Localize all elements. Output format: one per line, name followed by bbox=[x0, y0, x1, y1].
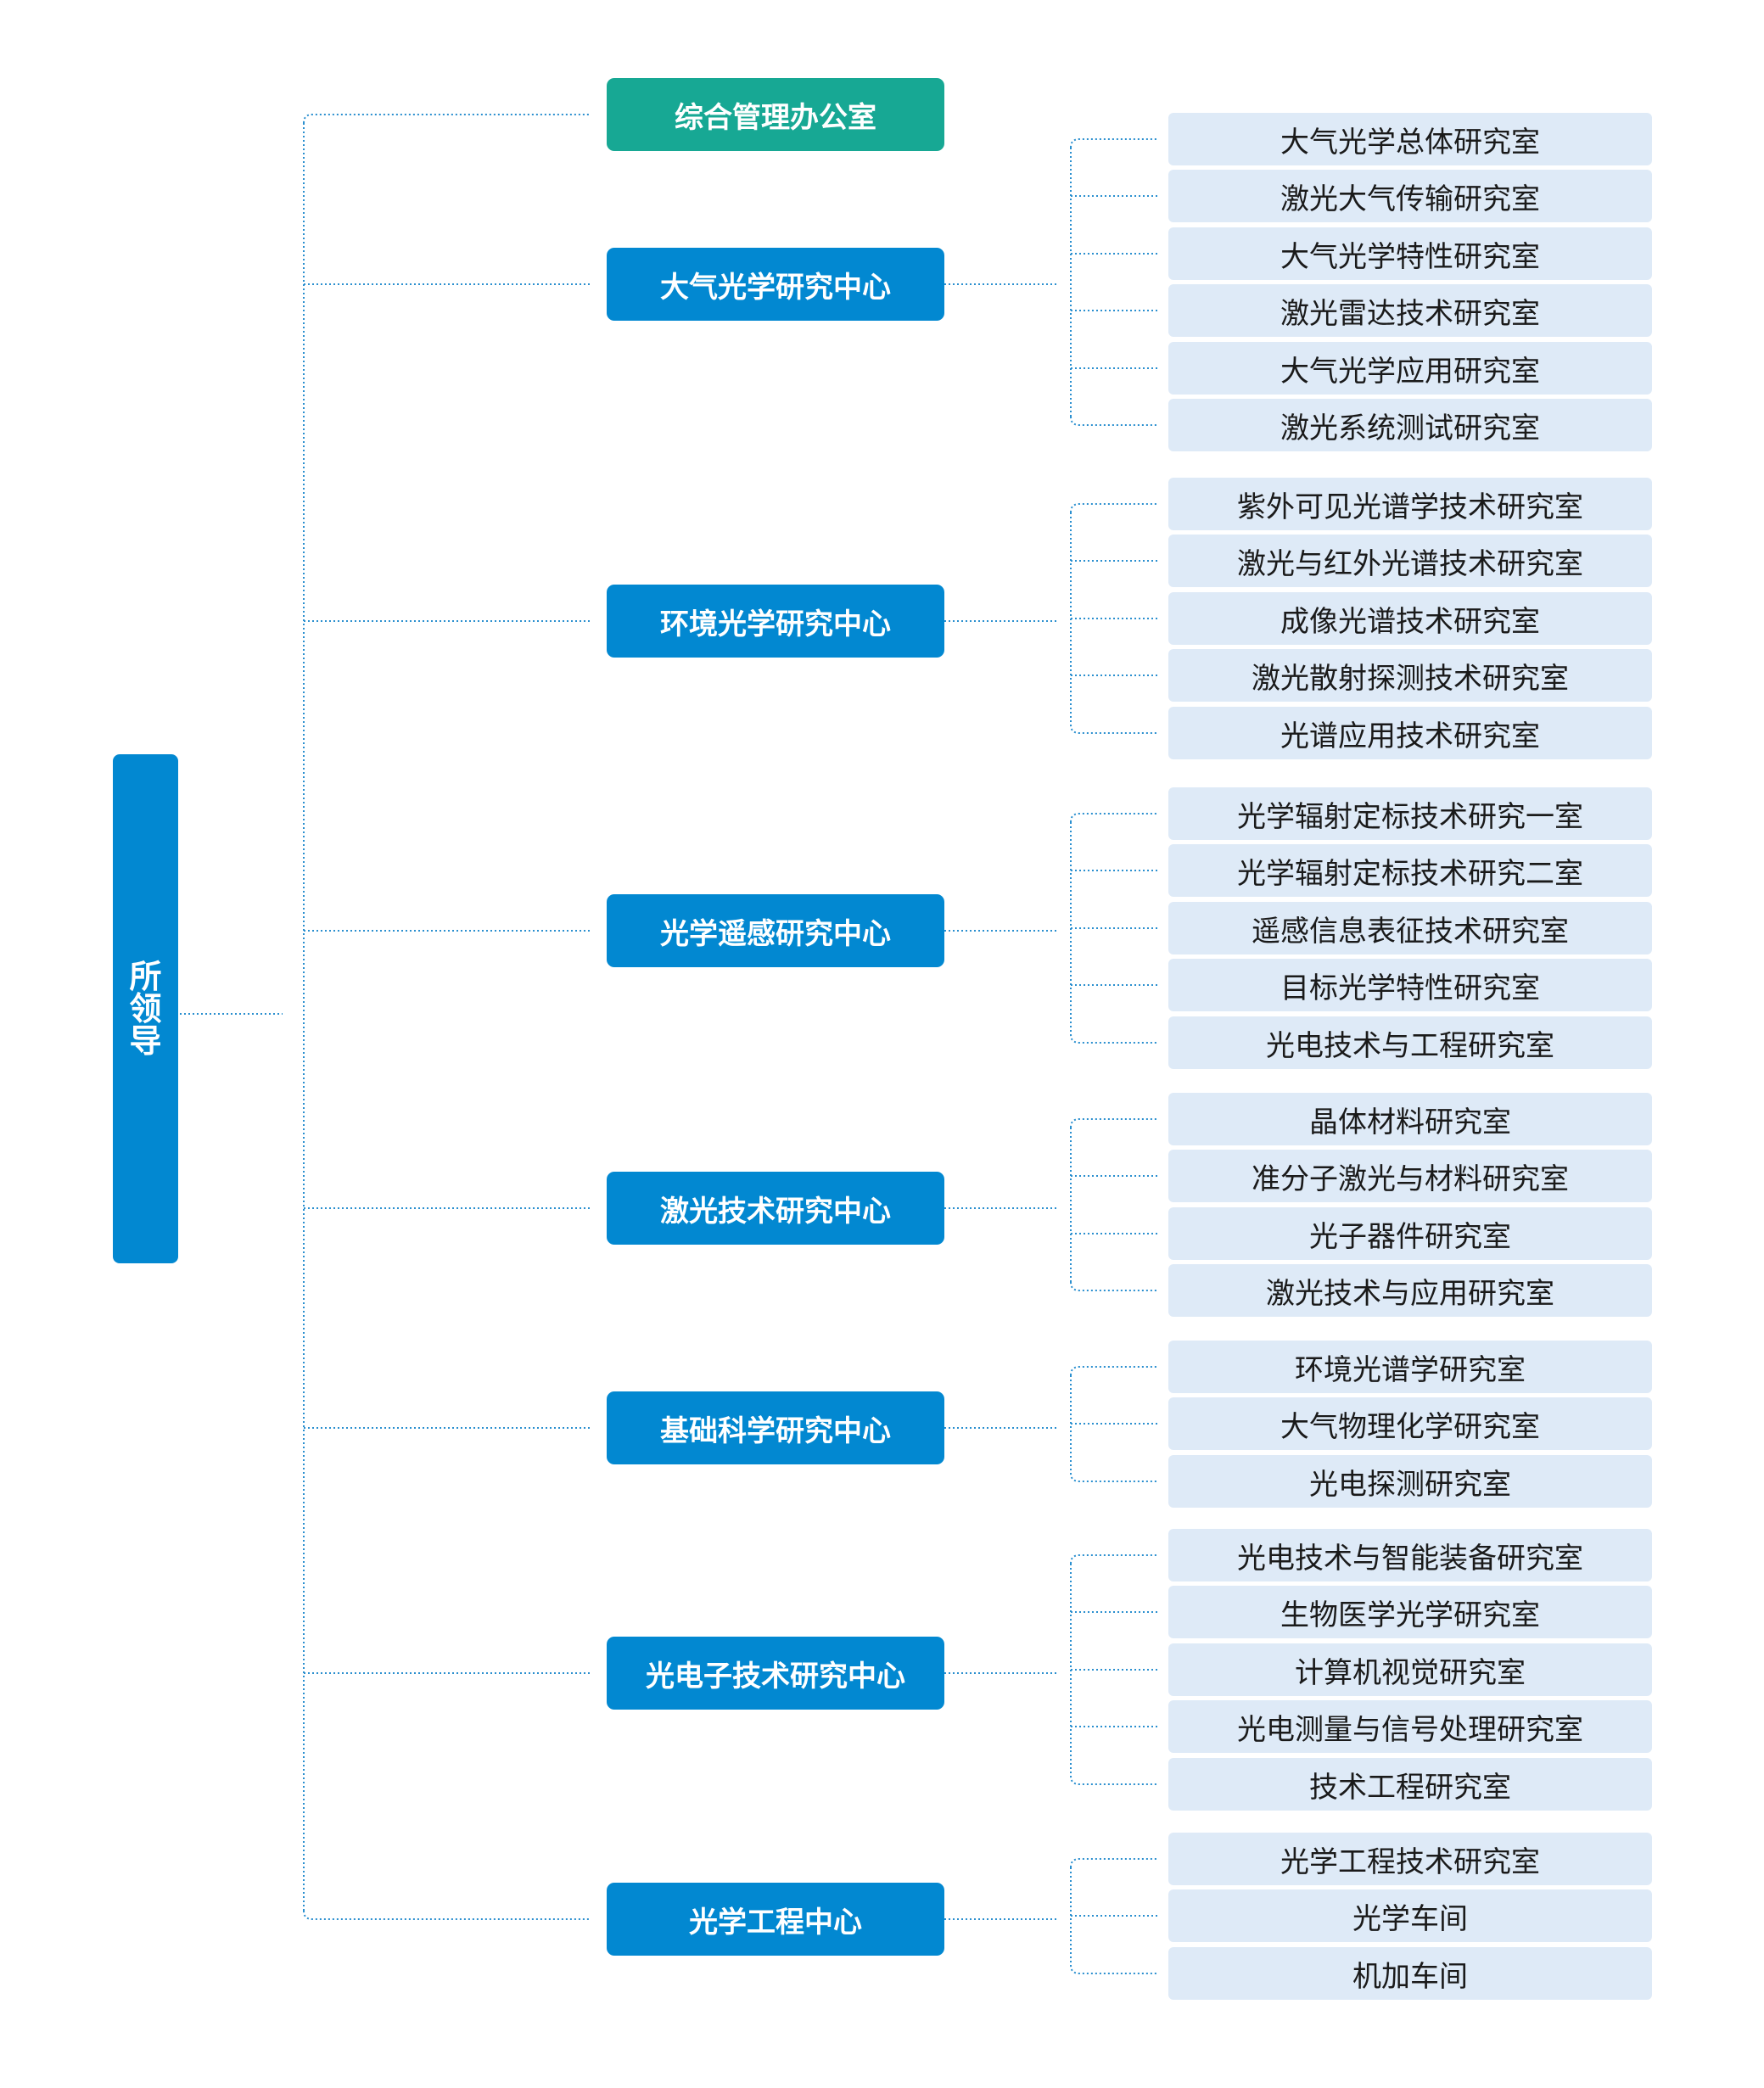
lab-node-label: 晶体材料研究室 bbox=[1309, 1105, 1511, 1139]
lab-node[interactable]: 激光技术与应用研究室 bbox=[1168, 1264, 1652, 1317]
lab-branch-line bbox=[1070, 1472, 1158, 1482]
lab-node[interactable]: 激光系统测试研究室 bbox=[1168, 399, 1652, 451]
lab-node-label: 光子器件研究室 bbox=[1309, 1219, 1511, 1254]
lab-node-label: 光学辐射定标技术研究二室 bbox=[1237, 856, 1583, 891]
lab-node[interactable]: 光学车间 bbox=[1168, 1889, 1652, 1942]
lab-branch-line bbox=[1070, 1118, 1158, 1128]
lab-node-label: 计算机视觉研究室 bbox=[1295, 1655, 1526, 1690]
lab-node[interactable]: 成像光谱技术研究室 bbox=[1168, 592, 1652, 645]
lab-branch-line bbox=[1070, 1775, 1158, 1785]
center-node-label: 光学遥感研究中心 bbox=[660, 916, 891, 951]
lab-node[interactable]: 光电测量与信号处理研究室 bbox=[1168, 1700, 1652, 1753]
lab-node[interactable]: 大气光学应用研究室 bbox=[1168, 342, 1652, 395]
lab-branch-line bbox=[1070, 503, 1158, 513]
lab-node-label: 机加车间 bbox=[1352, 1959, 1468, 1994]
center-node[interactable]: 光电子技术研究中心 bbox=[607, 1637, 944, 1710]
lab-node-label: 激光与红外光谱技术研究室 bbox=[1237, 546, 1583, 581]
lab-node-label: 光学工程技术研究室 bbox=[1280, 1844, 1540, 1879]
center-branch-line bbox=[303, 1910, 590, 1920]
center-node-label: 光学工程中心 bbox=[689, 1905, 862, 1940]
lab-node[interactable]: 晶体材料研究室 bbox=[1168, 1093, 1652, 1145]
center-node[interactable]: 激光技术研究中心 bbox=[607, 1172, 944, 1245]
lab-node[interactable]: 机加车间 bbox=[1168, 1947, 1652, 2000]
center-node[interactable]: 大气光学研究中心 bbox=[607, 248, 944, 321]
lab-node-label: 激光雷达技术研究室 bbox=[1280, 296, 1540, 331]
lab-node-label: 环境光谱学研究室 bbox=[1295, 1352, 1526, 1387]
lab-node[interactable]: 生物医学光学研究室 bbox=[1168, 1586, 1652, 1638]
lab-node[interactable]: 光学工程技术研究室 bbox=[1168, 1833, 1652, 1885]
lab-node[interactable]: 光学辐射定标技术研究一室 bbox=[1168, 787, 1652, 840]
lab-branch-line bbox=[1070, 1964, 1158, 1974]
lab-node-label: 成像光谱技术研究室 bbox=[1280, 604, 1540, 639]
center-node-label: 基础科学研究中心 bbox=[660, 1413, 891, 1448]
lab-node[interactable]: 计算机视觉研究室 bbox=[1168, 1643, 1652, 1696]
lab-node-label: 紫外可见光谱学技术研究室 bbox=[1237, 490, 1583, 524]
lab-node[interactable]: 准分子激光与材料研究室 bbox=[1168, 1150, 1652, 1202]
lab-node[interactable]: 光子器件研究室 bbox=[1168, 1207, 1652, 1260]
lab-node[interactable]: 光电探测研究室 bbox=[1168, 1455, 1652, 1508]
lab-node-label: 光谱应用技术研究室 bbox=[1280, 719, 1540, 753]
lab-node[interactable]: 光谱应用技术研究室 bbox=[1168, 707, 1652, 759]
lab-node-label: 目标光学特性研究室 bbox=[1280, 971, 1540, 1005]
lab-node-label: 大气光学特性研究室 bbox=[1280, 239, 1540, 274]
lab-node-label: 光电测量与信号处理研究室 bbox=[1237, 1712, 1583, 1747]
center-node-label: 激光技术研究中心 bbox=[660, 1194, 891, 1229]
office-node-general-management[interactable]: 综合管理办公室 bbox=[607, 78, 944, 151]
lab-node[interactable]: 遥感信息表征技术研究室 bbox=[1168, 902, 1652, 954]
lab-node-label: 大气物理化学研究室 bbox=[1280, 1409, 1540, 1444]
lab-node[interactable]: 激光大气传输研究室 bbox=[1168, 170, 1652, 222]
lab-node-label: 准分子激光与材料研究室 bbox=[1252, 1162, 1569, 1196]
lab-node-label: 光电技术与智能装备研究室 bbox=[1237, 1541, 1583, 1576]
lab-node-label: 遥感信息表征技术研究室 bbox=[1252, 914, 1569, 949]
center-node[interactable]: 光学工程中心 bbox=[607, 1883, 944, 1956]
lab-node-label: 生物医学光学研究室 bbox=[1280, 1598, 1540, 1632]
lab-branch-line bbox=[1070, 1554, 1158, 1565]
center-node-label: 大气光学研究中心 bbox=[660, 270, 891, 305]
lab-branch-line bbox=[1070, 138, 1158, 148]
lab-node[interactable]: 环境光谱学研究室 bbox=[1168, 1341, 1652, 1393]
lab-branch-line bbox=[1070, 1366, 1158, 1376]
lab-node-label: 光学车间 bbox=[1352, 1901, 1468, 1936]
lab-node[interactable]: 目标光学特性研究室 bbox=[1168, 959, 1652, 1011]
center-node-label: 光电子技术研究中心 bbox=[646, 1659, 905, 1693]
lab-node[interactable]: 紫外可见光谱学技术研究室 bbox=[1168, 478, 1652, 530]
lab-node-label: 激光散射探测技术研究室 bbox=[1252, 661, 1569, 696]
center-node-label: 环境光学研究中心 bbox=[660, 607, 891, 641]
lab-node-label: 激光技术与应用研究室 bbox=[1266, 1276, 1554, 1311]
root-node-label: 所领导 bbox=[129, 958, 162, 1060]
lab-node[interactable]: 大气光学特性研究室 bbox=[1168, 227, 1652, 280]
lab-node[interactable]: 技术工程研究室 bbox=[1168, 1758, 1652, 1811]
lab-node-label: 激光系统测试研究室 bbox=[1280, 411, 1540, 445]
lab-node[interactable]: 大气物理化学研究室 bbox=[1168, 1397, 1652, 1450]
office-node-label: 综合管理办公室 bbox=[675, 100, 876, 135]
lab-branch-line bbox=[1070, 1281, 1158, 1291]
root-node-leadership[interactable]: 所领导 bbox=[113, 754, 178, 1263]
lab-branch-line bbox=[1070, 1033, 1158, 1044]
lab-node[interactable]: 激光散射探测技术研究室 bbox=[1168, 649, 1652, 702]
center-node[interactable]: 基础科学研究中心 bbox=[607, 1391, 944, 1464]
lab-branch-line bbox=[1070, 1858, 1158, 1868]
lab-node[interactable]: 大气光学总体研究室 bbox=[1168, 113, 1652, 165]
lab-branch-line bbox=[1070, 813, 1158, 823]
center-node[interactable]: 光学遥感研究中心 bbox=[607, 894, 944, 967]
lab-node[interactable]: 光学辐射定标技术研究二室 bbox=[1168, 844, 1652, 897]
lab-node-label: 技术工程研究室 bbox=[1309, 1770, 1511, 1805]
lab-node[interactable]: 光电技术与工程研究室 bbox=[1168, 1016, 1652, 1069]
lab-node-label: 光电技术与工程研究室 bbox=[1266, 1028, 1554, 1063]
office-branch-line bbox=[303, 114, 590, 124]
lab-node-label: 激光大气传输研究室 bbox=[1280, 182, 1540, 216]
center-node[interactable]: 环境光学研究中心 bbox=[607, 585, 944, 658]
lab-node-label: 光电探测研究室 bbox=[1309, 1467, 1511, 1502]
lab-node-label: 大气光学应用研究室 bbox=[1280, 354, 1540, 389]
lab-branch-line bbox=[1070, 724, 1158, 734]
lab-node[interactable]: 激光雷达技术研究室 bbox=[1168, 284, 1652, 337]
lab-node-label: 大气光学总体研究室 bbox=[1280, 125, 1540, 160]
lab-node[interactable]: 激光与红外光谱技术研究室 bbox=[1168, 535, 1652, 587]
lab-node-label: 光学辐射定标技术研究一室 bbox=[1237, 799, 1583, 834]
lab-branch-line bbox=[1070, 416, 1158, 426]
lab-node[interactable]: 光电技术与智能装备研究室 bbox=[1168, 1529, 1652, 1581]
